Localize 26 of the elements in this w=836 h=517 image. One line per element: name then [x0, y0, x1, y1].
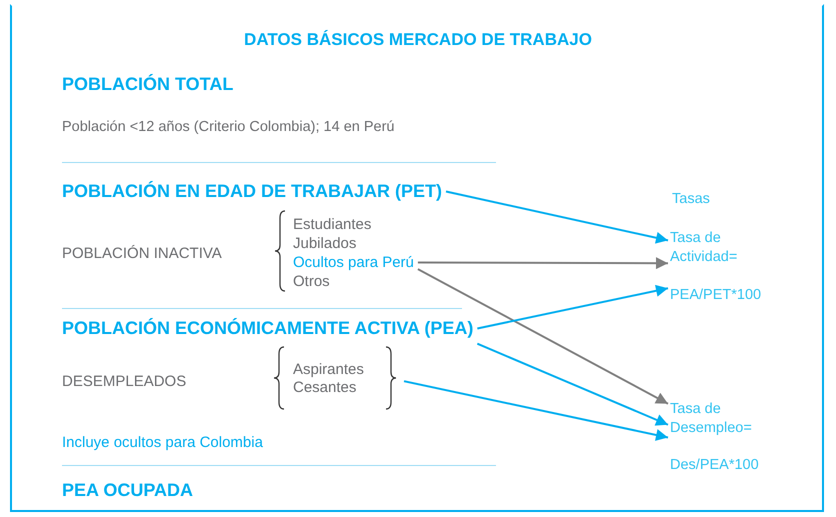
list-item: Jubilados [293, 234, 356, 253]
arrow [476, 342, 668, 426]
category-label: DESEMPLEADOS [62, 372, 186, 391]
heading: PEA OCUPADA [62, 481, 194, 500]
arrow [404, 380, 668, 441]
heading: POBLACIÓN ECONÓMICAMENTE ACTIVA (PEA) [62, 319, 474, 338]
arrow [477, 284, 668, 330]
title: DATOS BÁSICOS MERCADO DE TRABAJO [243, 30, 593, 50]
category-label: POBLACIÓN INACTIVA [62, 244, 222, 263]
note-text: Población <12 años (Criterio Colombia); 14 en Perú [62, 118, 394, 137]
list-item: Ocultos para Perú [293, 253, 414, 272]
formula-text: Tasa de Desempleo= [670, 400, 753, 438]
note-text: Incluye ocultos para Colombia [62, 433, 263, 452]
formula-text: Des/PEA*100 [670, 456, 760, 475]
arrow [417, 268, 668, 405]
heading: POBLACIÓN EN EDAD DE TRABAJAR (PET) [62, 182, 442, 201]
list-item: Otros [293, 272, 330, 291]
list-item: Aspirantes [293, 360, 364, 379]
formula-text: PEA/PET*100 [670, 286, 762, 305]
heading: Tasas [672, 190, 710, 209]
arrow [418, 257, 668, 270]
formula-text: Tasa de Actividad= [670, 229, 738, 267]
arrow [446, 190, 668, 244]
list-item: Cesantes [293, 378, 356, 397]
heading: POBLACIÓN TOTAL [62, 75, 234, 94]
list-item: Estudiantes [293, 215, 372, 234]
